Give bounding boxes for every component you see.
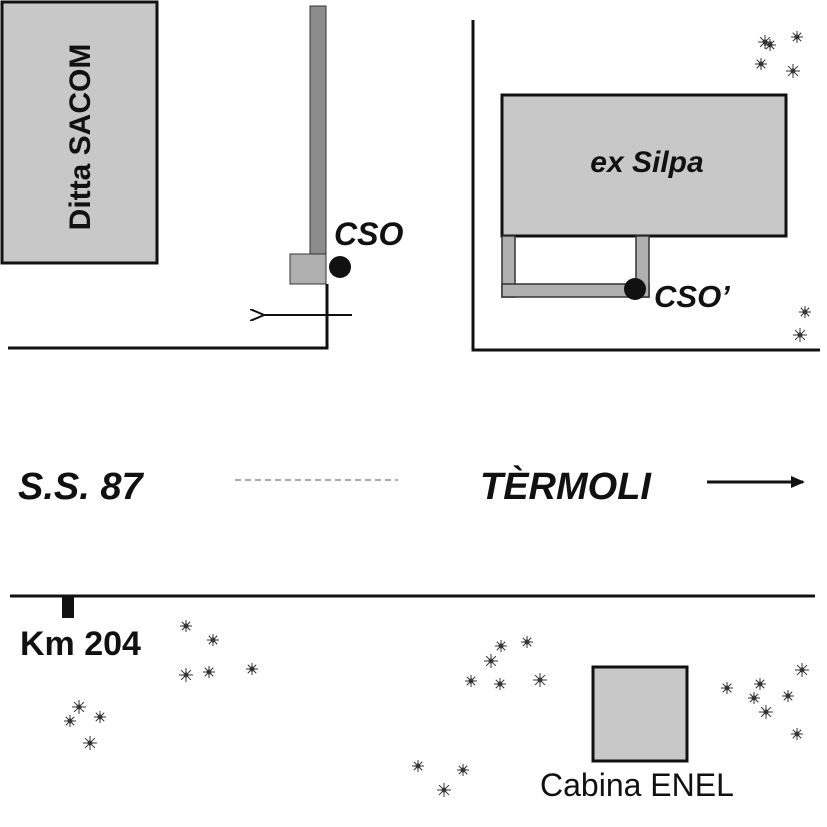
flower-icon xyxy=(64,715,76,727)
flower-icon xyxy=(179,668,193,682)
flower-icon xyxy=(795,663,809,677)
km-marker xyxy=(62,596,74,618)
flower-icon xyxy=(791,728,803,740)
enel-building xyxy=(591,665,689,763)
flower-icon xyxy=(793,328,807,342)
flower-icon xyxy=(83,736,97,750)
cso-label: CSO xyxy=(334,216,403,252)
flower-icon xyxy=(799,306,811,318)
flower-icon xyxy=(457,764,469,776)
flower-icon xyxy=(791,31,803,43)
direction-label: TÈRMOLI xyxy=(480,464,652,508)
flower-icon xyxy=(465,675,477,687)
flower-icon xyxy=(521,636,533,648)
flower-icon xyxy=(495,640,507,652)
road-edge-north-left xyxy=(8,284,329,350)
flower-icon xyxy=(748,692,760,704)
flower-icon xyxy=(721,682,733,694)
road-label: S.S. 87 xyxy=(18,466,144,508)
flower-icon xyxy=(180,620,192,632)
sacom-label: Ditta SACOM xyxy=(64,44,97,231)
flower-icon xyxy=(494,678,506,690)
flower-icon xyxy=(412,760,424,772)
flower-icon xyxy=(754,678,766,690)
sacom-building: Ditta SACOM xyxy=(0,0,159,265)
flower-icon xyxy=(755,58,767,70)
cso-prime-point xyxy=(624,278,646,300)
cso-pipe xyxy=(289,5,327,285)
km-label: Km 204 xyxy=(20,625,141,663)
flower-icon xyxy=(94,711,106,723)
flower-icon xyxy=(533,673,547,687)
flower-icon xyxy=(759,705,773,719)
flower-icon xyxy=(246,663,258,675)
flower-icon xyxy=(72,700,86,714)
enel-label: Cabina ENEL xyxy=(540,767,734,803)
flower-icon xyxy=(203,666,215,678)
vegetation xyxy=(64,31,811,797)
cso-prime-label: CSO’ xyxy=(654,279,730,314)
road-edge-north-right xyxy=(471,20,820,352)
silpa-building: ex Silpa xyxy=(500,93,788,238)
flower-icon xyxy=(786,64,800,78)
flower-icon xyxy=(782,690,794,702)
silpa-label: ex Silpa xyxy=(590,146,703,179)
flower-icon xyxy=(764,39,776,51)
silpa-pipe xyxy=(501,235,650,298)
flower-icon xyxy=(437,783,451,797)
flower-icon xyxy=(484,654,498,668)
flower-icon xyxy=(207,634,219,646)
cso-point xyxy=(329,256,351,278)
